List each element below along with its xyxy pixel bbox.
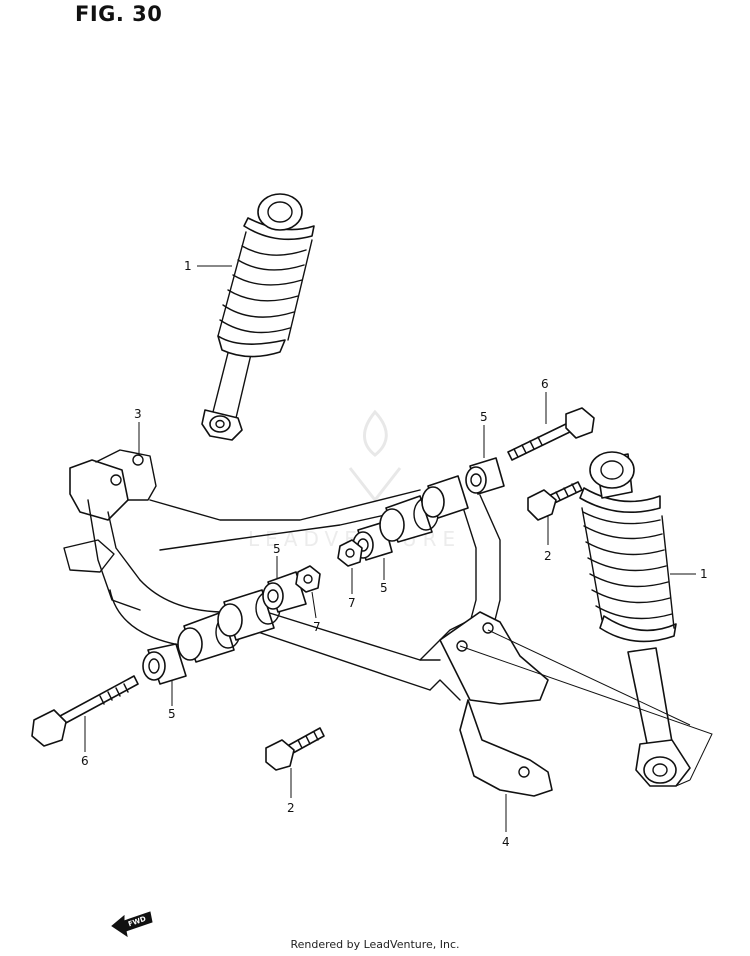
callout-4: 4 [502,835,510,849]
bolt-long-right[interactable] [507,407,595,461]
callout-1-left: 1 [184,259,192,273]
callout-7-right: 7 [313,620,321,634]
callout-1-right: 1 [700,567,708,581]
nut-2[interactable] [337,539,363,567]
callout-6-top: 6 [541,377,549,391]
callout-5-mid: 5 [273,542,281,556]
callout-7-left: 7 [348,596,356,610]
callout-5-top: 5 [480,410,488,424]
figure-title: FIG. 30 [75,2,163,26]
bracket[interactable] [429,611,553,797]
callout-5-right: 5 [380,581,388,595]
shock-absorber-right[interactable] [579,451,691,787]
bushing-7[interactable] [421,475,469,519]
callout-5-bottom: 5 [168,707,176,721]
shock-absorber-left[interactable] [201,193,315,441]
callout-6-bottom: 6 [81,754,89,768]
bushing-8[interactable] [465,457,505,495]
bolt-short-upper[interactable] [527,481,583,521]
footer-credit: Rendered by LeadVenture, Inc. [290,938,460,951]
callout-labels: 1 1 2 2 3 4 5 5 5 5 6 6 7 7 [81,259,708,849]
nut-1[interactable] [295,565,321,593]
fwd-arrow-icon: FWD [111,911,153,938]
callout-3: 3 [134,407,142,421]
callout-2-upper: 2 [544,549,552,563]
bolt-long-left[interactable] [31,675,139,747]
bushing-1[interactable] [142,643,187,685]
bolt-short-lower[interactable] [265,727,325,771]
callout-2-lower: 2 [287,801,295,815]
leader-lines [84,265,713,832]
